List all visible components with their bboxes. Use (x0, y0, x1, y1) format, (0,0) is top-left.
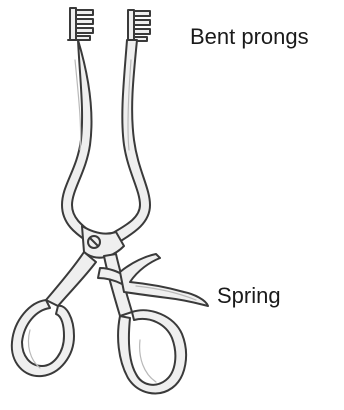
left-shank (46, 252, 96, 306)
left-prong-head (70, 8, 93, 40)
spring-label: Spring (217, 285, 281, 307)
bent-prongs-label: Bent prongs (190, 26, 309, 48)
right-finger-ring (118, 310, 186, 393)
spring (120, 254, 208, 306)
right-prong-head (128, 10, 150, 41)
left-arm (62, 40, 96, 242)
left-finger-ring (12, 300, 74, 376)
